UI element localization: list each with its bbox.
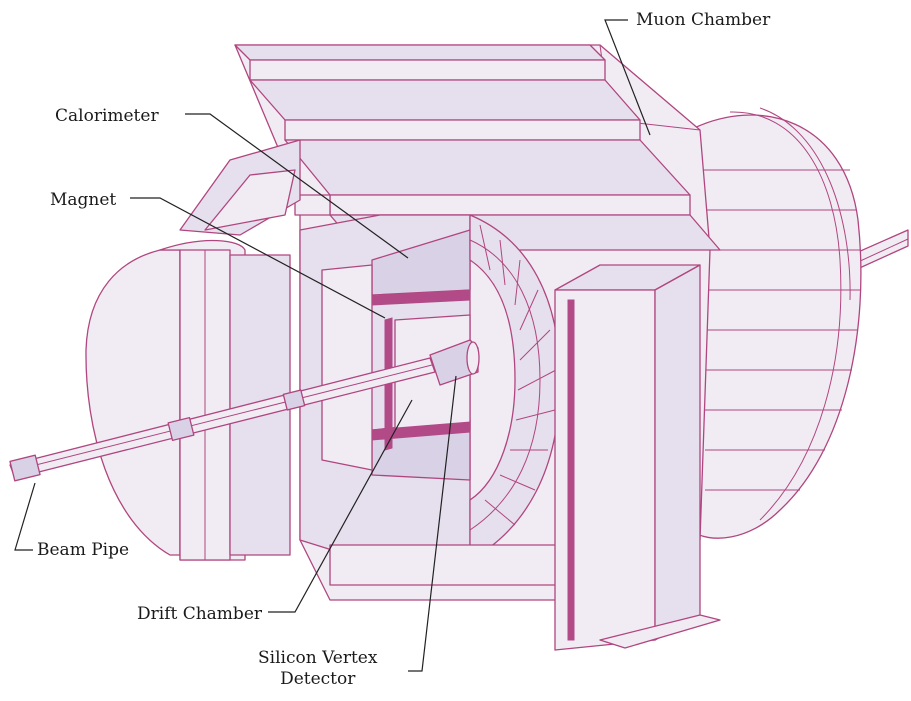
leader-magnet [130,197,386,319]
leader-beam [14,482,36,551]
label-silicon-vertex-detector: Silicon Vertex Detector [258,648,377,690]
muon-endcap-front [85,239,291,561]
label-silicon-vertex-line1: Silicon Vertex [258,648,378,668]
label-silicon-vertex-line2: Detector [280,669,356,689]
leader-calorimeter [185,113,409,259]
muon-front-plate [554,264,721,651]
leader-drift [268,399,413,613]
leader-lines [14,19,651,672]
beam-pipe-left [9,357,436,482]
label-calorimeter: Calorimeter [55,106,159,126]
label-beam-pipe: Beam Pipe [37,540,130,560]
muon-endcap-rear [689,107,862,539]
label-magnet: Magnet [50,190,117,210]
leader-svd [408,375,457,672]
label-drift-chamber: Drift Chamber [137,604,263,624]
muon-left-panel [179,139,301,236]
silicon-vertex-detector [429,339,480,386]
label-muon-chamber: Muon Chamber [636,10,771,30]
leader-muon [604,19,651,136]
magnet-coil [371,289,471,451]
